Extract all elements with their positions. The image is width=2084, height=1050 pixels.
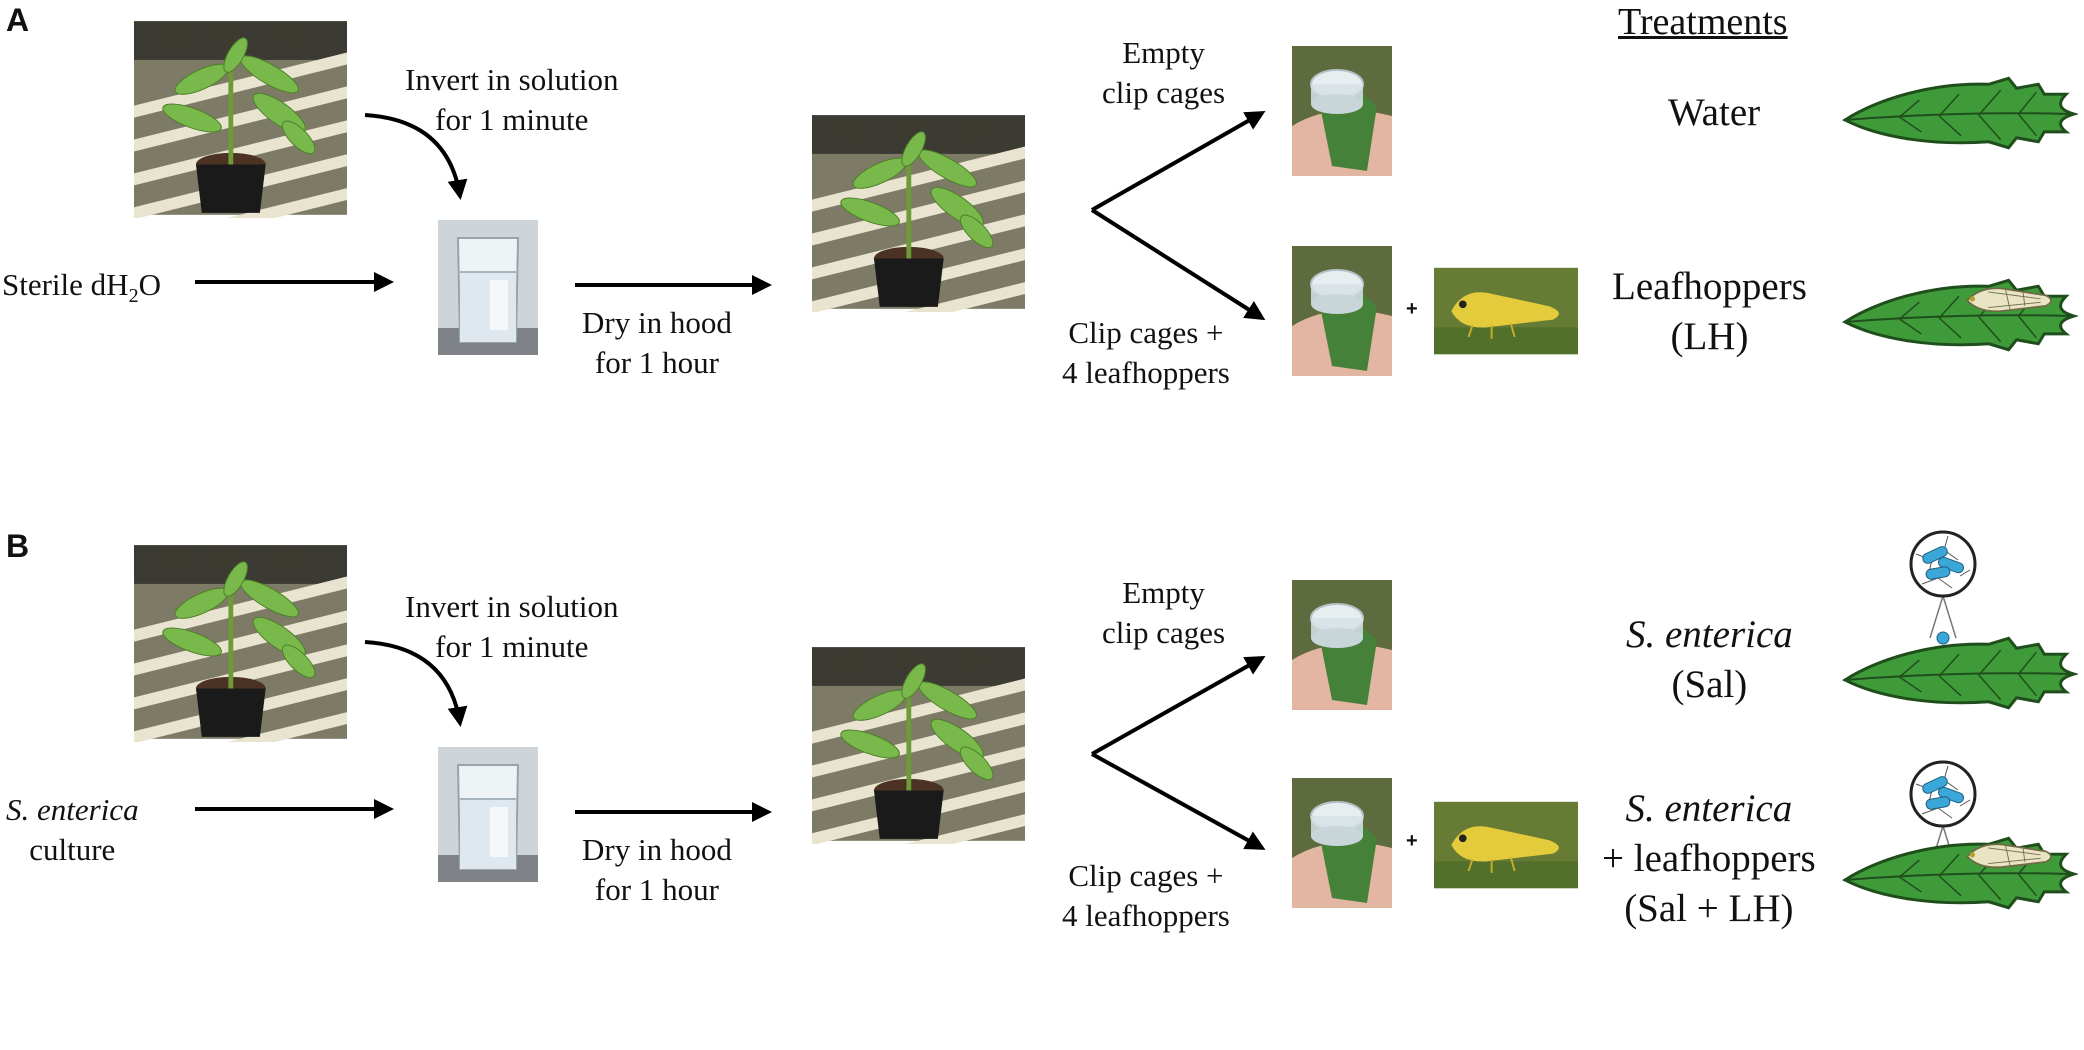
clip-cage-photo-empty	[1292, 46, 1392, 176]
invert-arrow	[364, 113, 468, 200]
plant-photo-dried	[812, 644, 1025, 844]
clip-cages-label: Clip cages +4 leafhoppers	[1062, 858, 1230, 933]
leaf-icon	[1840, 70, 2078, 160]
clip-cage-photo-empty	[1292, 580, 1392, 710]
source-label: Sterile dH2O	[2, 267, 161, 308]
panel-label: B	[6, 528, 30, 564]
leafhopper-icon	[1962, 276, 2058, 320]
plus-sign: +	[1406, 830, 1418, 852]
plant-photo	[134, 542, 347, 742]
clip-arrow	[1090, 208, 1266, 321]
leafhopper-icon	[1962, 832, 2058, 876]
empty-arrow	[1091, 111, 1266, 212]
arrow-layer	[195, 111, 1266, 321]
leafhopper-photo	[1434, 800, 1578, 890]
plant-photo-dried	[812, 112, 1025, 312]
plus-sign: +	[1406, 298, 1418, 320]
empty-arrow	[1091, 656, 1266, 756]
arrow-layer	[195, 640, 1266, 850]
plant-photo	[134, 18, 347, 218]
clip-cage-photo	[1292, 778, 1392, 908]
invert-arrow	[364, 640, 468, 727]
clip-arrow	[1091, 752, 1266, 850]
treatment-sal: S. enterica(Sal)	[1626, 613, 1793, 706]
leaf-icon	[1840, 630, 2078, 720]
panel-label: A	[6, 2, 30, 38]
treatment-sal-lh: S. enterica+ leafhoppers(Sal + LH)	[1602, 787, 1816, 930]
beaker-photo	[438, 747, 538, 882]
treatment-leafhoppers: Leafhoppers(LH)	[1612, 265, 1807, 358]
treatments-header: Treatments	[1618, 1, 1788, 43]
clip-cage-photo	[1292, 246, 1392, 376]
treatment-water: Water	[1668, 91, 1761, 134]
beaker-photo	[438, 220, 538, 355]
clip-cages-label: Clip cages +4 leafhoppers	[1062, 315, 1230, 390]
leafhopper-photo	[1434, 266, 1578, 356]
